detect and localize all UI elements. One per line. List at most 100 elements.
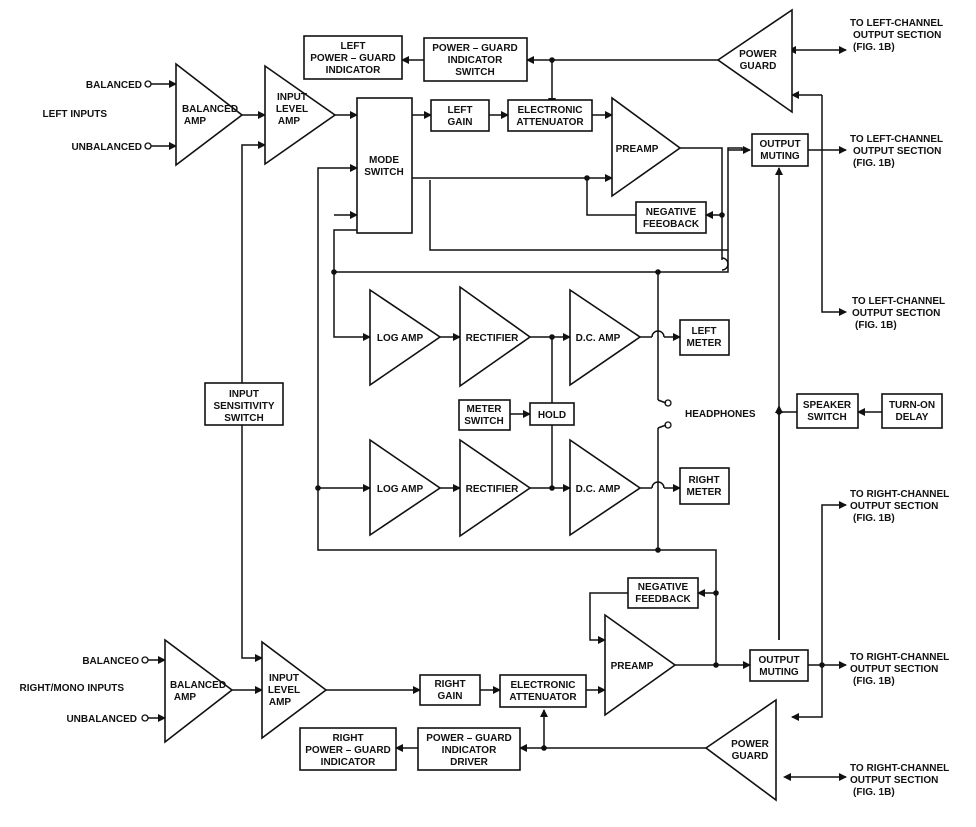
input-labels: BALANCED LEFT INPUTS UNBALANCED BALANCEO… [20, 80, 142, 725]
right-power-guard: POWER GUARD [704, 698, 777, 802]
svg-text:POWER – GUARD: POWER – GUARD [310, 53, 396, 64]
svg-text:GUARD: GUARD [732, 751, 769, 762]
svg-text:MUTING: MUTING [759, 667, 799, 678]
left-input-level-amp: INPUT LEVEL AMP [264, 64, 337, 166]
svg-text:AMP: AMP [269, 697, 292, 708]
right-output-label-3: TO RIGHT-CHANNEL OUTPUT SECTION (FIG. 1B… [850, 763, 949, 798]
rectifier-top: RECTIFIER [459, 285, 532, 388]
svg-text:OUTPUT: OUTPUT [759, 139, 800, 150]
svg-text:ATTENUATOR: ATTENUATOR [516, 117, 584, 128]
svg-text:PREAMP: PREAMP [616, 144, 659, 155]
svg-text:LEVEL: LEVEL [276, 104, 308, 115]
left-balanced-terminal [144, 80, 152, 88]
svg-text:(FIG. 1B): (FIG. 1B) [853, 676, 895, 687]
turn-on-delay: TURN-ON DELAY [881, 393, 943, 429]
svg-text:BALANCED: BALANCED [170, 680, 226, 691]
svg-text:LEFT: LEFT [341, 41, 366, 52]
left-output-label-1: TO LEFT-CHANNEL OUTPUT SECTION (FIG. 1B) [850, 18, 943, 53]
right-meter: RIGHT METER [679, 467, 730, 505]
svg-text:TO LEFT-CHANNEL: TO LEFT-CHANNEL [850, 134, 943, 145]
left-output-label-2: TO LEFT-CHANNEL OUTPUT SECTION (FIG. 1B) [850, 134, 943, 169]
svg-text:DRIVER: DRIVER [450, 757, 489, 768]
svg-text:POWER – GUARD: POWER – GUARD [305, 745, 391, 756]
left-output-label-3: TO LEFT-CHANNEL OUTPUT SECTION (FIG. 1B) [852, 296, 945, 331]
right-preamp: PREAMP [604, 613, 677, 717]
svg-text:LEFT: LEFT [448, 105, 473, 116]
log-amp-top: LOG AMP [369, 288, 442, 387]
svg-text:LOG AMP: LOG AMP [377, 484, 424, 495]
svg-text:TO LEFT-CHANNEL: TO LEFT-CHANNEL [850, 18, 943, 29]
left-electronic-attenuator: ELECTRONIC ATTENUATOR [507, 99, 593, 132]
right-power-guard-indicator: RIGHT POWER – GUARD INDICATOR [299, 727, 397, 771]
left-preamp: PREAMP [611, 96, 682, 198]
svg-text:METER: METER [687, 487, 723, 498]
svg-text:NEGATIVE: NEGATIVE [646, 207, 697, 218]
right-balanced-label: BALANCEO [82, 656, 139, 667]
svg-text:SPEAKER: SPEAKER [803, 400, 852, 411]
svg-text:TURN-ON: TURN-ON [889, 400, 935, 411]
svg-text:SWITCH: SWITCH [807, 412, 846, 423]
svg-text:OUTPUT SECTION: OUTPUT SECTION [852, 308, 940, 319]
headphones-label: HEADPHONES [685, 409, 756, 420]
output-labels: TO LEFT-CHANNEL OUTPUT SECTION (FIG. 1B)… [850, 18, 949, 798]
svg-text:BALANCED: BALANCED [182, 104, 238, 115]
svg-text:RIGHT: RIGHT [434, 679, 465, 690]
svg-text:AMP: AMP [278, 116, 301, 127]
right-unbalanced-terminal [141, 714, 149, 722]
svg-text:METER: METER [687, 338, 723, 349]
svg-text:ATTENUATOR: ATTENUATOR [509, 692, 577, 703]
svg-text:LOG AMP: LOG AMP [377, 333, 424, 344]
dc-amp-bottom: D.C. AMP [569, 438, 642, 537]
hold: HOLD [529, 402, 575, 426]
svg-text:OUTPUT SECTION: OUTPUT SECTION [850, 664, 938, 675]
right-unbalanced-label: UNBALANCED [66, 714, 137, 725]
input-terminals [141, 80, 672, 722]
left-gain: LEFT GAIN [430, 99, 490, 132]
svg-text:GAIN: GAIN [448, 117, 473, 128]
svg-text:INPUT: INPUT [269, 673, 299, 684]
svg-text:(FIG. 1B): (FIG. 1B) [853, 42, 895, 53]
svg-text:GAIN: GAIN [438, 691, 463, 702]
negative-feedback-top: NEGATIVE FEEOBACK [635, 201, 707, 234]
left-power-guard: POWER GUARD [716, 8, 793, 114]
right-input-level-amp: INPUT LEVEL AMP [261, 640, 328, 740]
svg-text:OUTPUT SECTION: OUTPUT SECTION [853, 146, 941, 157]
svg-text:ELECTRONIC: ELECTRONIC [518, 105, 583, 116]
svg-text:SENSITIVITY: SENSITIVITY [213, 401, 274, 412]
svg-text:INDICATOR: INDICATOR [321, 757, 376, 768]
svg-text:TO RIGHT-CHANNEL: TO RIGHT-CHANNEL [850, 489, 949, 500]
left-unbalanced-terminal [144, 142, 152, 150]
svg-text:HOLD: HOLD [538, 410, 566, 421]
svg-text:AMP: AMP [174, 692, 197, 703]
svg-text:METER: METER [467, 404, 503, 415]
left-balanced-amp: BALANCED AMP [175, 62, 244, 167]
svg-text:POWER – GUARD: POWER – GUARD [432, 43, 518, 54]
svg-text:OUTPUT SECTION: OUTPUT SECTION [850, 501, 938, 512]
svg-text:ELECTRONIC: ELECTRONIC [511, 680, 576, 691]
svg-text:RIGHT: RIGHT [688, 475, 719, 486]
right-balanced-amp: BALANCED AMP [164, 638, 234, 744]
right-gain: RIGHT GAIN [419, 674, 481, 706]
svg-text:INDICATOR: INDICATOR [442, 745, 497, 756]
svg-text:FEEDBACK: FEEDBACK [635, 594, 691, 605]
svg-text:LEFT: LEFT [692, 326, 717, 337]
svg-text:TO RIGHT-CHANNEL: TO RIGHT-CHANNEL [850, 652, 949, 663]
svg-text:INDICATOR: INDICATOR [448, 55, 503, 66]
svg-text:NEGATIVE: NEGATIVE [638, 582, 689, 593]
svg-text:POWER: POWER [739, 49, 778, 60]
negative-feedback-bottom: NEGATIVE FEEDBACK [627, 577, 699, 609]
wires [147, 46, 882, 781]
svg-text:D.C. AMP: D.C. AMP [576, 484, 621, 495]
power-guard-indicator-driver: POWER – GUARD INDICATOR DRIVER [417, 727, 521, 771]
power-guard-indicator-switch: POWER – GUARD INDICATOR SWITCH [423, 37, 528, 82]
right-electronic-attenuator: ELECTRONIC ATTENUATOR [499, 674, 587, 708]
svg-text:MODE: MODE [369, 155, 399, 166]
svg-text:DELAY: DELAY [896, 412, 929, 423]
left-balanced-label: BALANCED [86, 80, 142, 91]
svg-text:POWER: POWER [731, 739, 770, 750]
svg-text:AMP: AMP [184, 116, 207, 127]
right-output-label-2: TO RIGHT-CHANNEL OUTPUT SECTION (FIG. 1B… [850, 652, 949, 687]
left-unbalanced-label: UNBALANCED [71, 142, 142, 153]
svg-text:MUTING: MUTING [760, 151, 800, 162]
